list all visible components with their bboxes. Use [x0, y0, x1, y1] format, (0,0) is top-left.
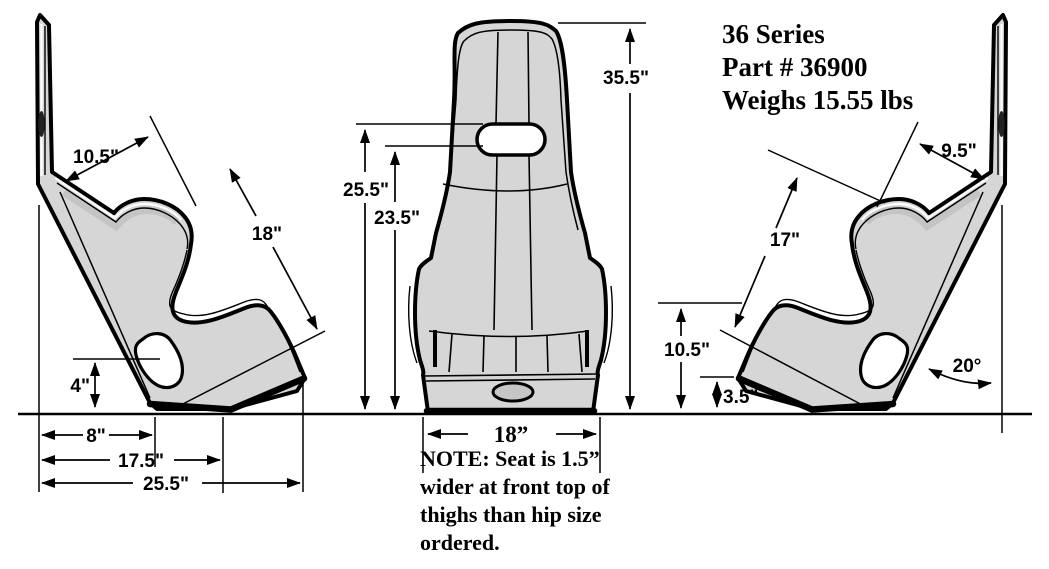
dim-label-belt-slot-bottom: 23.5": [374, 208, 420, 229]
dim-label-overall-height: 35.5": [603, 68, 649, 89]
note-line-1: NOTE: Seat is 1.5”: [420, 446, 600, 471]
part-number: Part # 36900: [722, 52, 867, 82]
backrest-seams: [493, 31, 533, 331]
dimension-arrow: [775, 177, 798, 229]
dimension-arrow: [229, 168, 257, 217]
belt-slot: [475, 122, 547, 157]
dim-label-top-edge-right: 9.5": [941, 141, 976, 162]
side-view-left: [37, 15, 305, 410]
ext-line: [149, 115, 197, 207]
right-view-annotations: 9.5" 17" 10.5" 3.5" 20°: [658, 121, 1003, 433]
ext-line: [174, 330, 326, 409]
note-line-4: ordered.: [420, 530, 500, 555]
dim-label-belt-slot-top: 25.5": [343, 180, 389, 201]
shoulder-seam: [442, 183, 568, 192]
angle-arc-arrow: [928, 368, 992, 390]
dim-label-recline-angle: 20°: [953, 356, 982, 377]
ext-line: [876, 121, 919, 208]
cushion-pleats: [448, 333, 583, 373]
dim-label-seat-width: 18”: [494, 422, 529, 447]
front-panel-top-edge: [423, 373, 598, 377]
dimension-arrow: [919, 143, 985, 180]
front-panel-inner-line: [425, 378, 596, 382]
series-title: 36 Series: [722, 19, 825, 49]
dim-label-front-lip: 3.5": [723, 387, 758, 408]
dim-label-top-edge-left: 10.5": [73, 147, 119, 168]
dim-label-rear-height: 10.5": [664, 340, 710, 361]
center-view-annotations: 35.5" 25.5" 23.5" 18”: [343, 22, 649, 473]
cushion-crease: [428, 330, 589, 338]
title-block: 36 Series Part # 36900 Weighs 15.55 lbs: [722, 19, 913, 115]
weight-text: Weighs 15.55 lbs: [722, 85, 913, 115]
dimension-arrow: [272, 246, 318, 330]
left-wing-curl: [408, 285, 418, 364]
dim-label-diagonal-left: 18": [252, 224, 282, 245]
right-wing-curl: [603, 285, 613, 364]
front-view-seat: [408, 19, 613, 415]
ext-line: [767, 149, 886, 204]
dim-label-base-full: 25.5": [143, 474, 189, 495]
dim-label-diagonal-right: 17": [770, 230, 800, 251]
front-panel-oval-hole: [491, 381, 535, 403]
note-line-2: wider at front top of: [420, 474, 611, 499]
left-view-annotations: 10.5" 18" 4" 8" 17.5" 25.5": [38, 115, 326, 495]
dimension-arrow: [734, 255, 766, 328]
lap-belt-slots: [433, 330, 589, 367]
dim-label-base-front: 8": [86, 426, 106, 447]
dim-label-grommet-height: 4": [70, 376, 90, 397]
headrest-inner-outline: [437, 29, 579, 231]
front-seat-outline: [413, 19, 608, 414]
dim-label-base-mid: 17.5": [118, 451, 164, 472]
note-line-3: thighs than hip size: [420, 502, 602, 527]
dimension-arrow: [65, 136, 149, 182]
ext-line: [719, 329, 869, 409]
note-block: NOTE: Seat is 1.5” wider at front top of…: [420, 446, 611, 555]
